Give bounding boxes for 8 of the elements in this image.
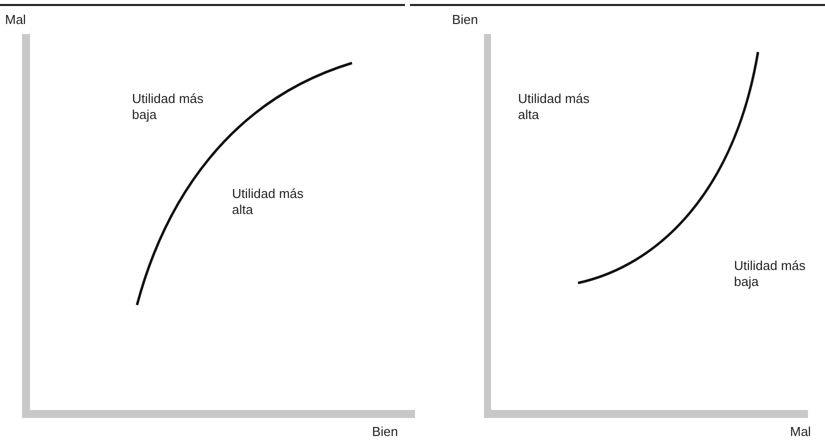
region-label: Utilidad más alta [232,186,305,218]
axis-label: Mal [5,12,26,28]
region-label: Utilidad más baja [734,258,807,290]
axis-label: Mal [790,424,811,440]
axis-label: Bien [372,424,398,440]
axis-label: Bien [452,12,478,28]
region-label: Utilidad más alta [518,91,591,123]
region-label: Utilidad más baja [132,91,205,123]
